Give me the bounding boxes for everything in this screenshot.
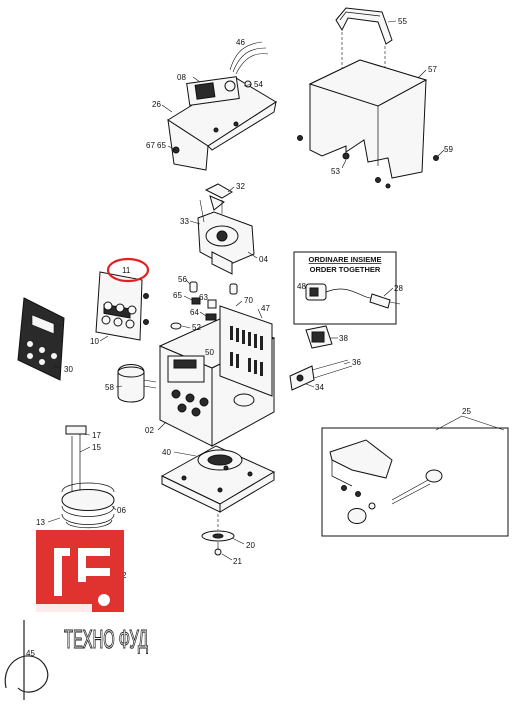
callout-38: 38 bbox=[339, 334, 348, 343]
callout-70: 70 bbox=[244, 296, 253, 305]
callout-21: 21 bbox=[233, 557, 242, 566]
callout-10: 10 bbox=[90, 337, 99, 346]
control-board-bracket-part[interactable] bbox=[167, 41, 277, 171]
callout-65-top: 65 bbox=[157, 141, 166, 150]
callout-57: 57 bbox=[428, 65, 437, 74]
main-frame-part[interactable] bbox=[158, 305, 276, 447]
highlight-ring bbox=[106, 257, 150, 283]
callout-30: 30 bbox=[64, 365, 73, 374]
callout-33: 33 bbox=[180, 217, 189, 226]
capacitor-part[interactable] bbox=[117, 364, 157, 403]
callout-11: 11 bbox=[122, 266, 131, 275]
heating-coil-part[interactable] bbox=[61, 425, 115, 529]
leader-lines bbox=[47, 20, 505, 561]
callout-63: 63 bbox=[199, 293, 208, 302]
callout-2-partial: 2 bbox=[122, 571, 127, 580]
callout-59: 59 bbox=[444, 145, 453, 154]
callout-36: 36 bbox=[352, 358, 361, 367]
terminal-screws-part[interactable] bbox=[289, 359, 353, 391]
callout-48: 48 bbox=[297, 282, 306, 291]
callout-13: 13 bbox=[36, 518, 45, 527]
callout-54: 54 bbox=[254, 80, 263, 89]
front-label-panel-part[interactable] bbox=[17, 297, 65, 381]
callout-45-partial: 45 bbox=[26, 649, 35, 658]
callout-34: 34 bbox=[315, 383, 324, 392]
callout-64: 64 bbox=[190, 308, 199, 317]
callout-17: 17 bbox=[92, 431, 101, 440]
display-board-part[interactable] bbox=[95, 271, 149, 341]
switch-part[interactable] bbox=[305, 325, 333, 349]
callout-labels: 55 57 46 08 54 26 67 65 53 59 32 33 04 1… bbox=[26, 17, 471, 658]
callout-55: 55 bbox=[398, 17, 407, 26]
callout-02: 02 bbox=[145, 426, 154, 435]
base-plate-part[interactable] bbox=[160, 445, 276, 513]
techno-food-logo: ТЕХНО ФУД bbox=[4, 530, 149, 700]
callout-40: 40 bbox=[162, 448, 171, 457]
foot-part[interactable] bbox=[201, 514, 235, 556]
callout-06: 06 bbox=[117, 506, 126, 515]
callout-67: 67 bbox=[146, 141, 155, 150]
callout-28: 28 bbox=[394, 284, 403, 293]
callout-56: 56 bbox=[178, 275, 187, 284]
callout-52: 52 bbox=[192, 323, 201, 332]
order-box-line2: ORDER TOGETHER bbox=[310, 265, 381, 274]
sensor-cable-part[interactable] bbox=[305, 283, 401, 309]
logo-text: ТЕХНО ФУД bbox=[64, 624, 148, 654]
callout-50: 50 bbox=[205, 348, 214, 357]
callout-26: 26 bbox=[152, 100, 161, 109]
callout-65-mid: 65 bbox=[173, 291, 182, 300]
order-box-line1: ORDINARE INSIEME bbox=[309, 255, 382, 264]
callout-46: 46 bbox=[236, 38, 245, 47]
motor-fan-assembly-part[interactable] bbox=[197, 183, 255, 275]
callout-53: 53 bbox=[331, 167, 340, 176]
callout-25: 25 bbox=[462, 407, 471, 416]
callout-04: 04 bbox=[259, 255, 268, 264]
callout-47: 47 bbox=[261, 304, 270, 313]
callout-58: 58 bbox=[105, 383, 114, 392]
callout-15: 15 bbox=[92, 443, 101, 452]
callout-08: 08 bbox=[177, 73, 186, 82]
callout-20: 20 bbox=[246, 541, 255, 550]
top-cover-part[interactable] bbox=[297, 59, 439, 189]
callout-32: 32 bbox=[236, 182, 245, 191]
accessory-kit-part[interactable] bbox=[329, 439, 443, 524]
